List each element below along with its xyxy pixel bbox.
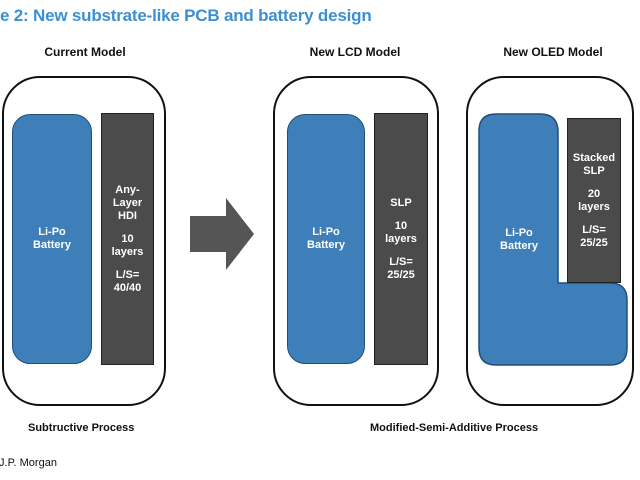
text-line: layers [111, 245, 144, 258]
text-line: layers [578, 200, 610, 213]
text-line: 10 [121, 232, 134, 245]
text-line: HDI [118, 209, 137, 222]
text-line [573, 214, 615, 224]
text-line: Battery [307, 239, 345, 251]
msap-process-label: Modified-Semi-Additive Process [370, 422, 539, 434]
text-line: Battery [33, 239, 71, 251]
figure-title: e 2: New substrate-like PCB and battery … [0, 6, 372, 25]
oled-l-shaped-battery [478, 113, 628, 366]
text-line: 40/40 [113, 281, 142, 294]
text-line: SLP [390, 196, 412, 209]
text-line: Li-Po [38, 226, 66, 238]
text-line: 20 [587, 187, 601, 200]
text-line: 25/25 [580, 236, 608, 249]
text-line: L/S= [582, 223, 606, 236]
text-line: Stacked [572, 151, 616, 164]
text-line: Battery [500, 240, 538, 252]
text-line: 10 [394, 219, 408, 232]
oled-model-heading: New OLED Model [503, 45, 603, 59]
text-line: Li-Po [312, 226, 340, 238]
text-line [573, 178, 615, 188]
right-arrow-icon [190, 198, 254, 270]
text-line: Li-Po [505, 227, 533, 239]
source-note: .J.P. Morgan [0, 457, 57, 469]
text-line: L/S= [389, 255, 413, 268]
text-line: SLP [583, 164, 605, 177]
text-line [112, 223, 144, 233]
text-line [112, 259, 144, 269]
text-line: L/S= [115, 268, 140, 281]
text-line: Layer [112, 196, 143, 209]
text-line: 25/25 [387, 268, 415, 281]
current-model-heading: Current Model [44, 45, 126, 59]
subtractive-process-label: Subtructive Process [28, 422, 135, 434]
text-line: layers [385, 232, 417, 245]
lcd-model-heading: New LCD Model [309, 45, 401, 59]
text-line: Any- [115, 183, 140, 196]
text-line [385, 246, 417, 256]
text-line [385, 210, 417, 220]
